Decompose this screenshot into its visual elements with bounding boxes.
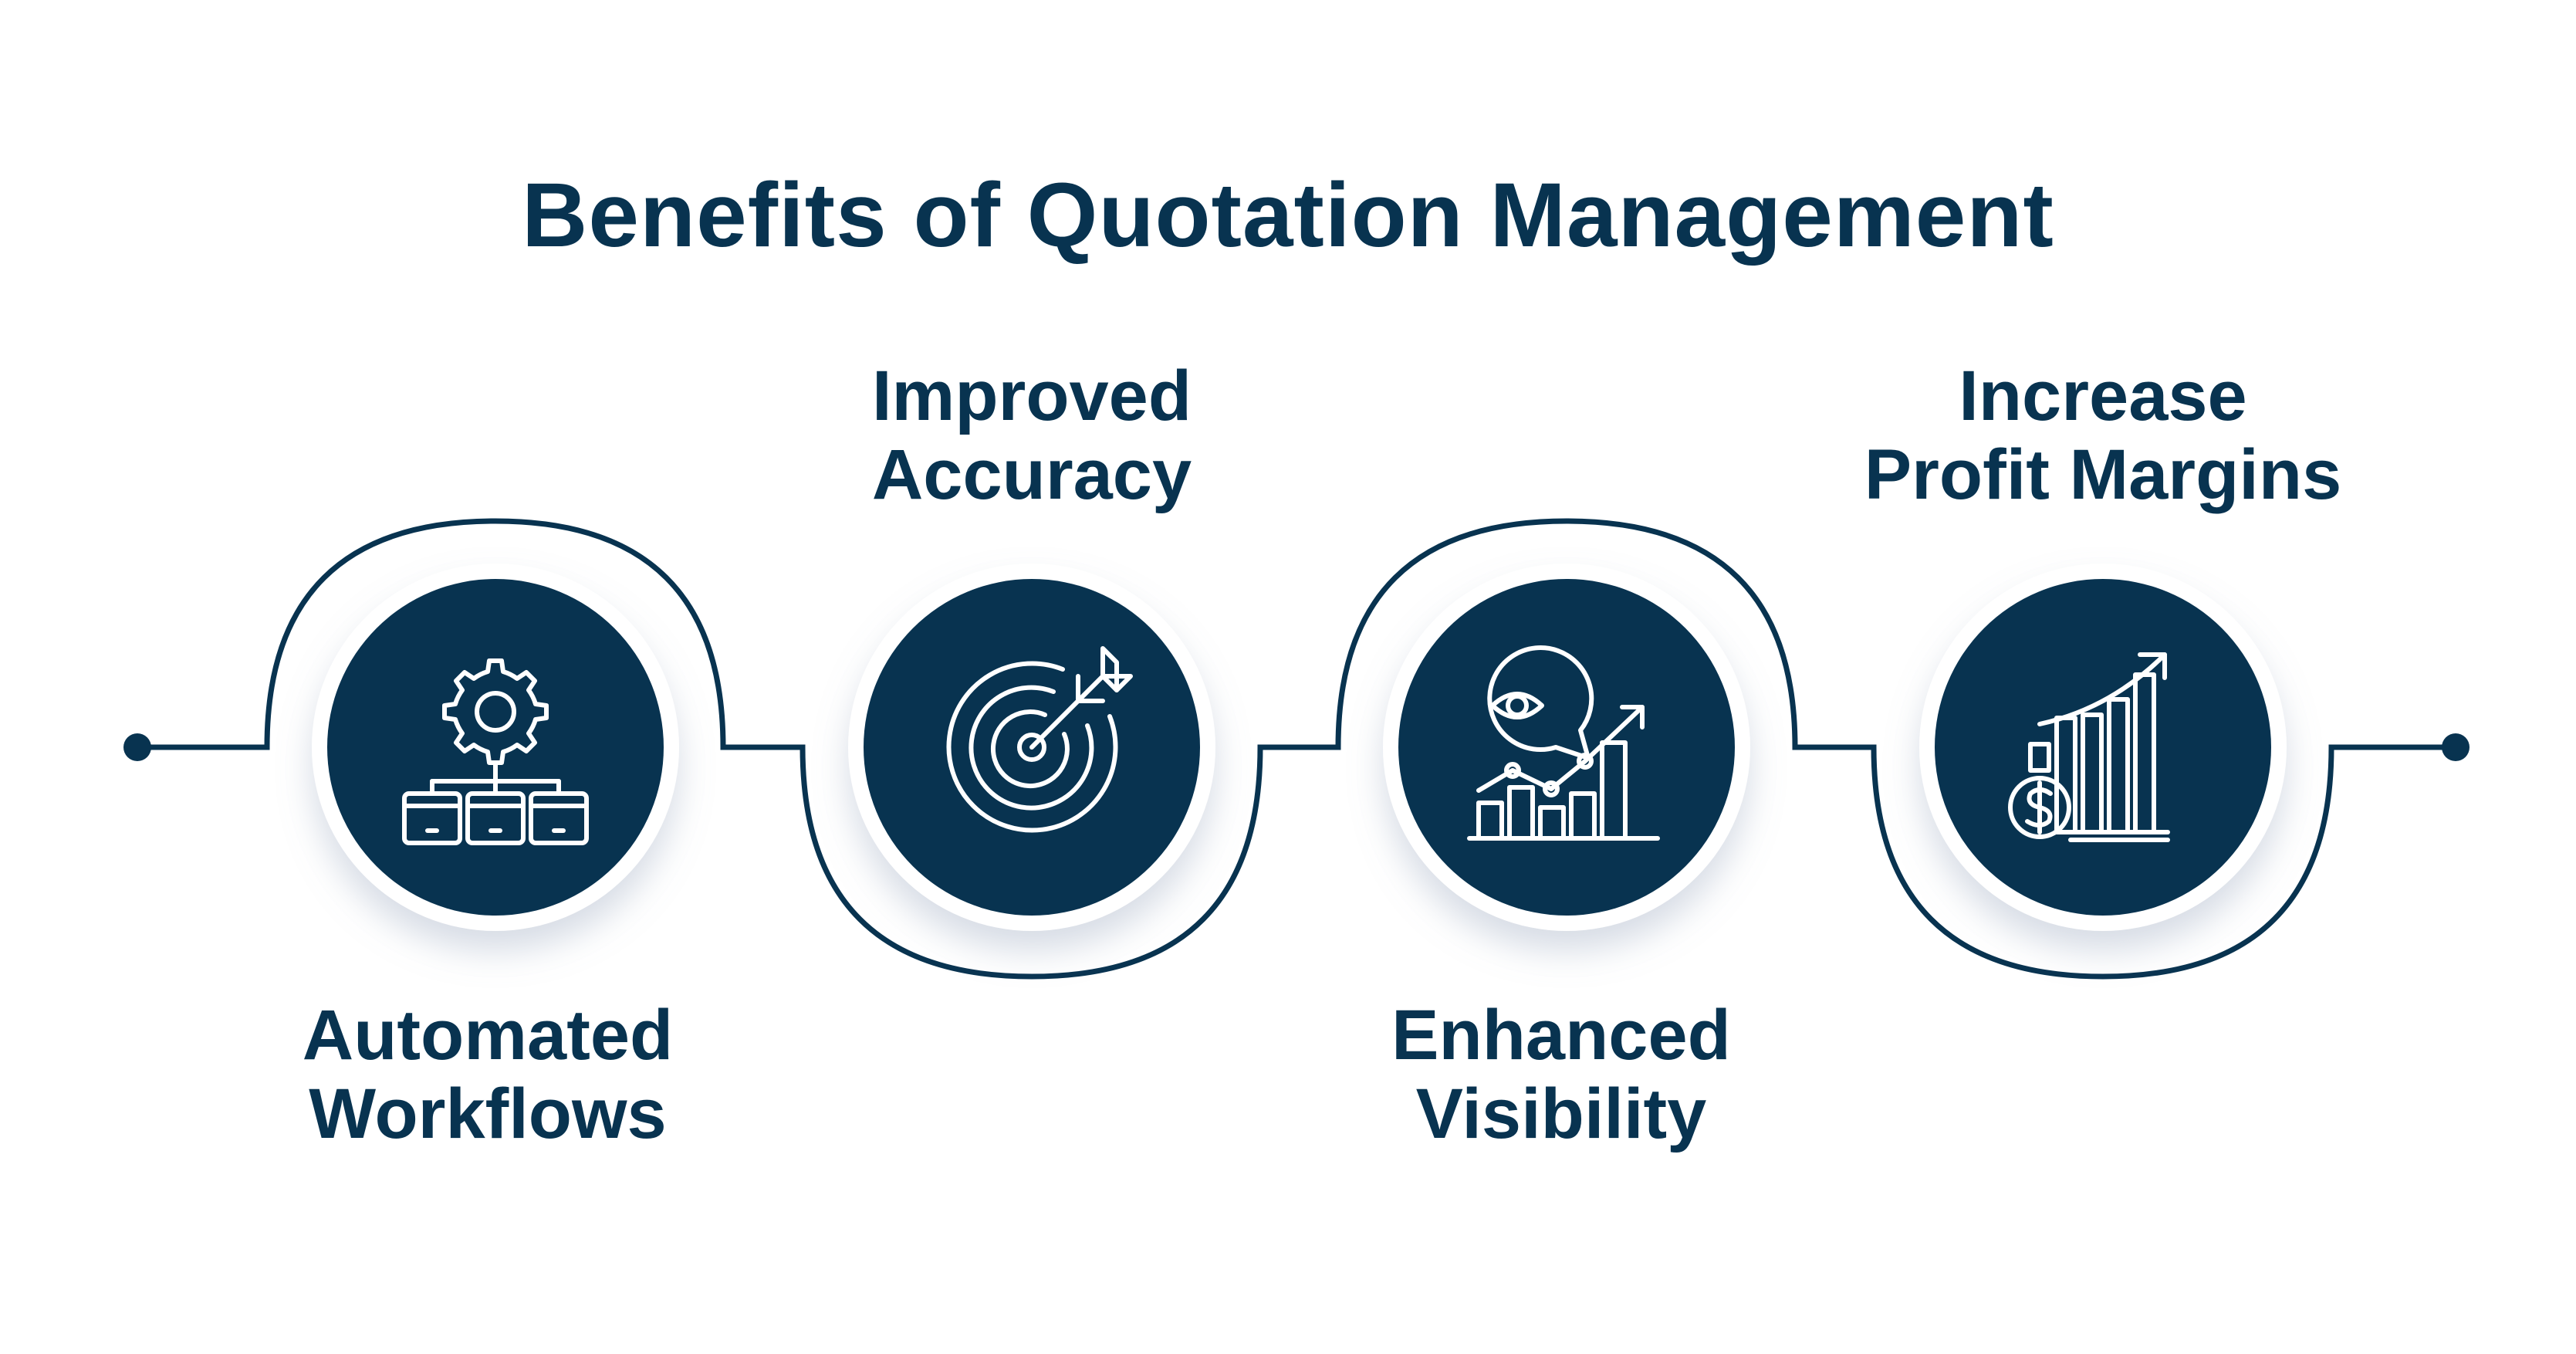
connector-line [137, 518, 2456, 980]
label-line: Increase [1959, 357, 2247, 435]
benefit-label-enhanced-visibility: Enhanced Visibility [1253, 996, 1870, 1153]
label-line: Accuracy [871, 435, 1192, 514]
benefit-circle-enhanced-visibility [1398, 579, 1735, 916]
benefit-label-automated-workflows: Automated Workflows [179, 996, 796, 1153]
benefit-circle-automated-workflows [327, 579, 664, 916]
eye-growth-chart-icon [1467, 645, 1660, 841]
benefit-label-profit-margins: Increase Profit Margins [1794, 357, 2412, 514]
end-dot [2442, 733, 2470, 761]
page-title: Benefits of Quotation Management [522, 164, 2054, 266]
label-line: Visibility [1415, 1075, 1707, 1153]
label-line: Workflows [309, 1075, 667, 1153]
benefit-label-improved-accuracy: Improved Accuracy [723, 357, 1340, 514]
start-dot [123, 733, 151, 761]
target-arrow-icon [946, 646, 1133, 833]
dollar-bar-chart-icon [2008, 652, 2170, 842]
gear-workflow-boxes-icon [402, 658, 589, 845]
label-line: Improved [871, 357, 1192, 435]
label-line: Profit Margins [1864, 435, 2342, 514]
label-line: Enhanced [1391, 996, 1731, 1075]
label-line: Automated [302, 996, 674, 1075]
